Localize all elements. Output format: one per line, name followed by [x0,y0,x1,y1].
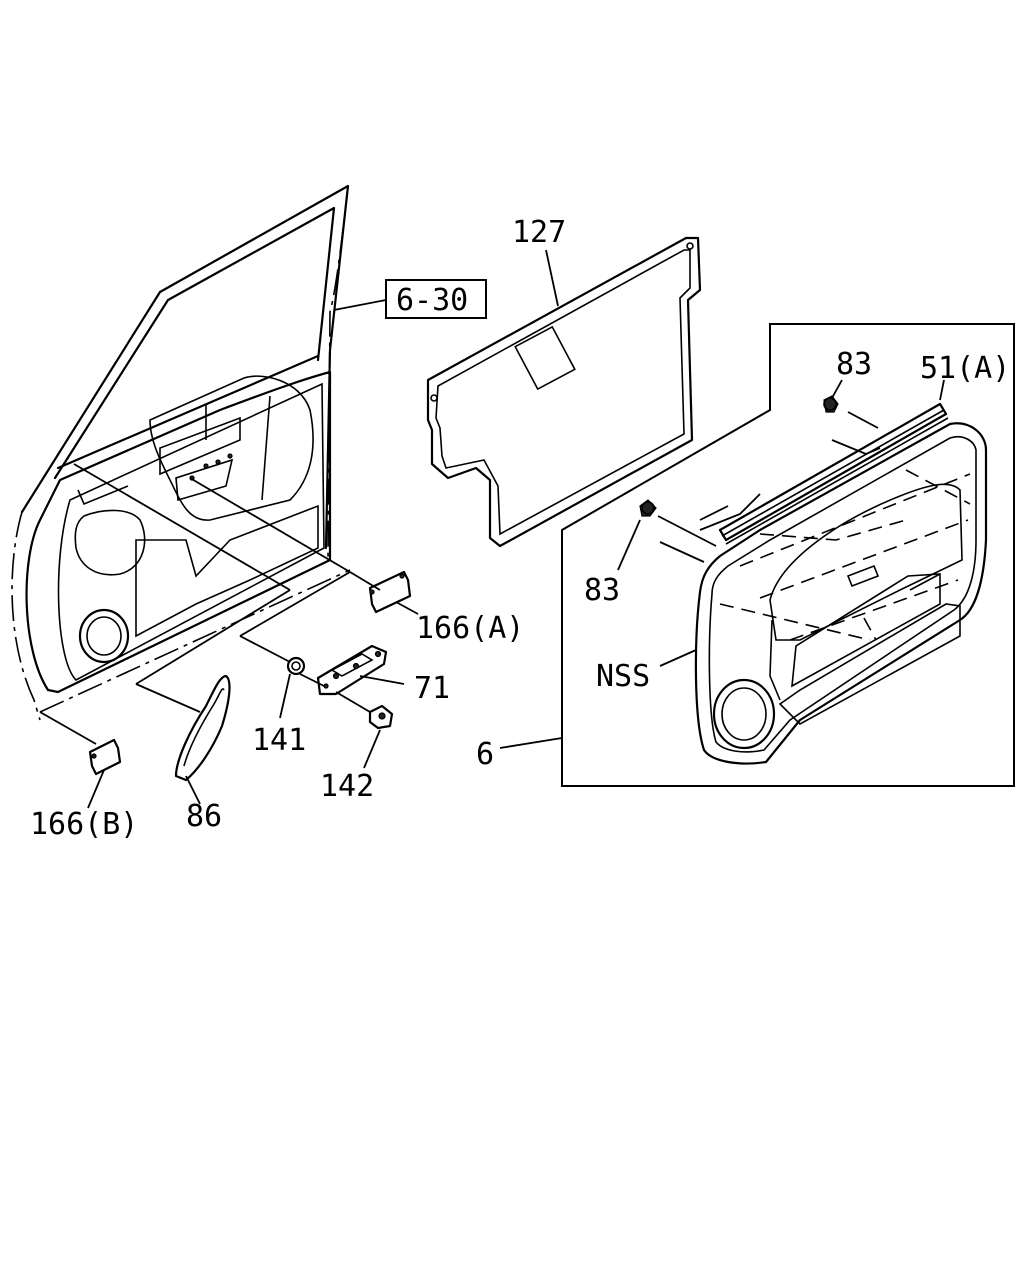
part-141-bushing: 141 [252,656,325,758]
label-166b: 166(B) [30,807,138,842]
label-6-30: 6-30 [396,283,468,318]
projection-lines [39,463,381,745]
label-166a: 166(A) [416,611,524,646]
label-6: 6 [476,737,494,772]
label-141: 141 [252,723,306,758]
part-86-cover: 86 [174,674,231,834]
part-142-screw: 142 [320,691,394,804]
label-83-top: 83 [836,347,872,382]
part-166a-clip: 166(A) [368,570,524,646]
label-142: 142 [320,769,374,804]
label-nss: NSS [596,659,650,694]
label-86: 86 [186,799,222,834]
part-51a-weatherstrip: 51(A) [718,351,1010,545]
reference-6-30: 6-30 [333,279,487,319]
part-6-trim-box: 6 [476,323,1015,787]
part-83-clips: 83 83 [584,347,881,608]
part-71-bracket: 71 [316,644,450,706]
part-127-seal: 127 [426,215,702,548]
door-trim-panel [694,422,988,765]
door-frame [11,184,351,721]
nss-callout: NSS [596,649,697,694]
label-83-mid: 83 [584,573,620,608]
part-166b-clip: 166(B) [30,738,138,842]
label-51a: 51(A) [920,351,1010,386]
label-127: 127 [512,215,566,250]
label-71: 71 [414,671,450,706]
